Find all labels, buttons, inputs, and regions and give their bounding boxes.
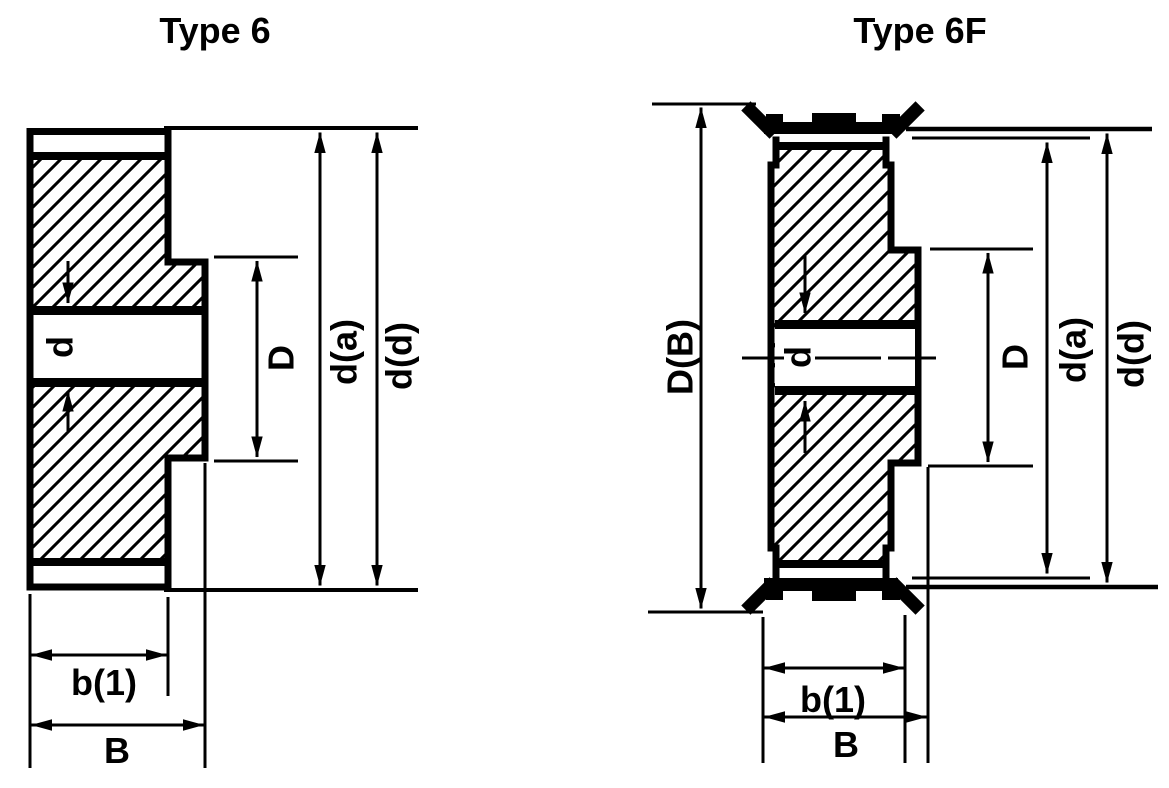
top-flange-tooth [882,114,900,123]
label-root-diameter: d(d) [1111,320,1152,388]
top-rim-inner-line [33,152,165,160]
label-belt-width: b(1) [800,679,866,720]
top-flange-tooth [812,113,856,123]
bottom-rim-strip [33,566,165,584]
label-bore: d [40,336,81,358]
top-flange-bar [764,122,898,134]
figure-title: Type 6 [159,10,270,51]
label-belt-width: b(1) [71,662,137,703]
bore-top-line [33,306,202,315]
bore-band [33,315,202,378]
label-hub-diameter: D [261,345,302,371]
top-rim-strip [779,134,883,142]
bottom-rim-strip [779,568,883,578]
bore-top-line [775,320,915,329]
label-outside-diameter: d(a) [1053,317,1094,383]
top-flange [741,101,925,139]
top-flange-tooth [766,114,783,123]
figure-type6: Type 6 [26,10,420,771]
top-rim-inner-line [779,142,883,150]
type6f-pulley-cross-section [741,101,938,615]
figure-type6f: Type 6F [648,10,1158,765]
type6-pulley-cross-section [26,128,209,591]
bore-bottom-line [775,386,915,395]
label-overall-width: B [104,730,130,771]
type6f-dimensions [648,102,1158,763]
bore-bottom-line [33,378,202,387]
label-hub-diameter: D [995,344,1036,370]
label-bore: d [778,346,819,368]
bottom-flange-tooth [766,591,783,600]
top-flange-ear-left [741,101,779,139]
top-flange-ear-right [887,101,925,139]
bottom-rim-inner-line [779,560,883,568]
bottom-flange-tooth [812,591,856,601]
top-rim-strip [33,135,165,152]
figure-title: Type 6F [853,10,986,51]
bottom-flange-bar [764,578,898,591]
label-flange-diameter: D(B) [660,319,701,395]
bottom-flange-tooth [882,591,900,600]
bottom-flange [741,577,925,615]
label-root-diameter: d(d) [379,322,420,390]
type6-dimensions [28,126,418,768]
bottom-rim-inner-line [33,558,165,566]
bottom-flange-ear-left [741,577,779,615]
bottom-flange-ear-right [887,577,925,615]
label-outside-diameter: d(a) [324,319,365,385]
label-overall-width: B [833,724,859,765]
